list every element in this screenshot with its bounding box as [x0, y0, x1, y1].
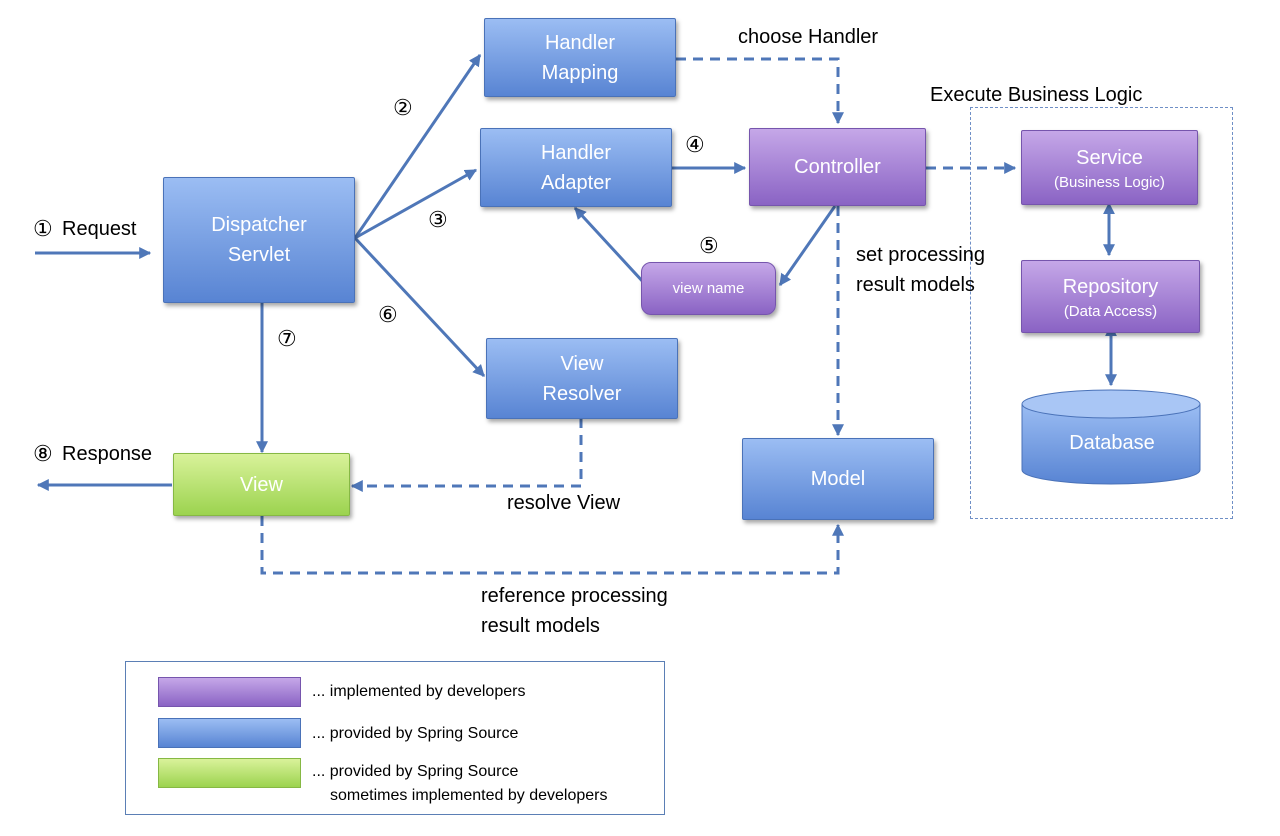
legend-text-spring-source-2: ... provided by Spring Source: [312, 763, 519, 780]
step-6-marker: ⑥: [378, 302, 398, 327]
view-node: View: [173, 453, 350, 516]
controller-node: Controller: [749, 128, 926, 206]
handler-adapter-line2: Adapter: [540, 171, 612, 194]
dashed-reference-model: [260, 516, 844, 575]
legend-text-spring-source: ... provided by Spring Source: [312, 725, 519, 742]
repository-subtitle: (Data Access): [1063, 302, 1158, 320]
controller-label: Controller: [794, 156, 881, 178]
resolve-view-label: resolve View: [507, 492, 621, 514]
dispatcher-servlet-line2: Servlet: [227, 244, 291, 266]
choose-handler-label: choose Handler: [738, 26, 879, 48]
view-name-label: view name: [672, 279, 745, 297]
step-4-marker: ④: [685, 132, 705, 157]
dashed-resolve-view: [350, 418, 583, 492]
step-7-marker: ⑦: [277, 326, 297, 351]
repository-title: Repository: [1062, 275, 1159, 298]
handler-adapter-node: Handler Adapter: [480, 128, 672, 207]
view-resolver-node: View Resolver: [486, 338, 678, 419]
execute-business-logic-label: Execute Business Logic: [930, 84, 1143, 106]
step-2-marker: ②: [393, 95, 413, 120]
view-label: View: [240, 473, 283, 496]
dispatcher-servlet-line1: Dispatcher: [211, 214, 307, 236]
database-cylinder: [1021, 389, 1201, 485]
service-node: Service (Business Logic): [1021, 130, 1198, 205]
service-title: Service: [1076, 146, 1143, 169]
arrow-view-name-to-adapter: [573, 206, 647, 286]
view-resolver-line2: Resolver: [542, 382, 622, 405]
reference-processing-line2: result models: [481, 615, 600, 637]
service-subtitle: (Business Logic): [1054, 173, 1165, 191]
step-5-marker: ⑤: [699, 233, 719, 258]
model-node: Model: [742, 438, 934, 520]
handler-mapping-line1: Handler: [544, 31, 616, 54]
arrow-to-view-resolver: [353, 236, 486, 378]
request-label: Request: [62, 218, 137, 240]
business-logic-frame: [970, 107, 1233, 519]
legend-swatch-purple: [158, 677, 301, 707]
step-3-marker: ③: [428, 207, 448, 232]
reference-processing-line1: reference processing: [481, 585, 668, 607]
set-processing-line2: result models: [856, 274, 975, 296]
model-label: Model: [810, 468, 866, 490]
legend-swatch-blue: [158, 718, 301, 748]
database-label: Database: [1069, 432, 1155, 454]
legend: ... implemented by developers ... provid…: [125, 661, 665, 815]
handler-mapping-line2: Mapping: [541, 61, 619, 84]
response-label: Response: [62, 443, 153, 465]
set-processing-line1: set processing: [856, 244, 985, 266]
handler-mapping-node: Handler Mapping: [484, 18, 676, 97]
view-name-node: view name: [641, 262, 776, 315]
legend-swatch-green: [158, 758, 301, 788]
legend-text-developers: ... implemented by developers: [312, 683, 526, 700]
step-1-marker: ①: [33, 216, 53, 241]
step-8-marker: ⑧: [33, 441, 53, 466]
dispatcher-servlet-node: Dispatcher Servlet: [163, 177, 355, 303]
repository-node: Repository (Data Access): [1021, 260, 1200, 333]
legend-text-sometimes: sometimes implemented by developers: [330, 787, 608, 804]
arrow-to-handler-mapping: [353, 54, 482, 239]
view-resolver-line1: View: [560, 352, 604, 375]
arrow-to-handler-adapter: [354, 168, 478, 240]
dashed-choose-handler: [676, 57, 844, 125]
handler-adapter-line1: Handler: [540, 141, 612, 164]
arrow-controller-to-view-name: [778, 205, 837, 286]
